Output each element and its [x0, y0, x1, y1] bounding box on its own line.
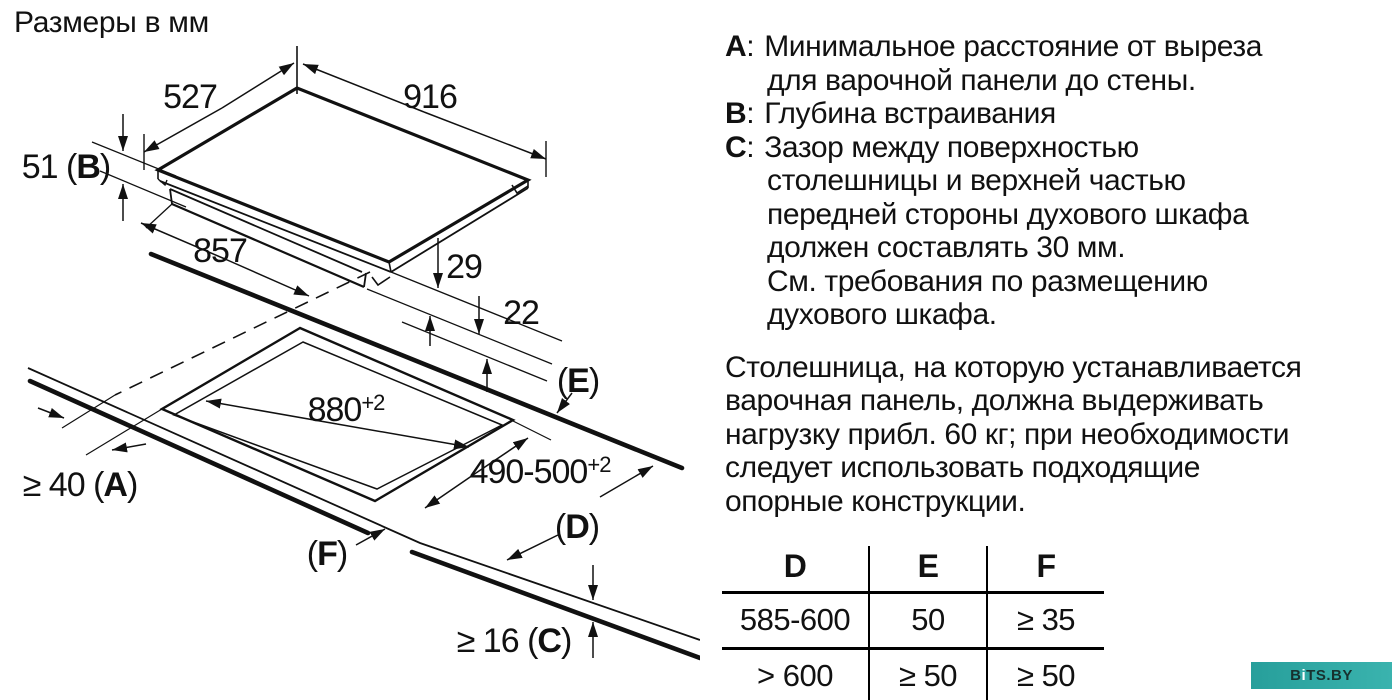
table-cell: ≥ 50: [1016, 658, 1076, 693]
table-cell: > 600: [757, 658, 833, 693]
cutout-outline: [159, 326, 516, 503]
legend-text: духового шкафа.: [767, 298, 997, 331]
legend-text: См. требования по размещению: [767, 264, 1208, 298]
dim-880-label: 880+2: [308, 390, 386, 429]
dim-916-label: 916: [403, 78, 457, 116]
legend-text: должен составлять 30 мм.: [767, 231, 1126, 264]
legend: A: Минимальное расстояние от выреза для в…: [725, 30, 1385, 518]
legend-sep: :: [746, 30, 755, 63]
legend-letter-c: C: [725, 130, 747, 164]
table-header-d: D: [722, 546, 868, 594]
table-cell: 585-600: [722, 594, 868, 650]
legend-item-c: C: Зазор между поверхностью столешницы и …: [725, 131, 1385, 332]
dim-16C-label: ≥ 16 (C): [457, 622, 572, 660]
legend-sep: :: [746, 130, 755, 164]
note-line: нагрузку прибл. 60 кг; при необходимости: [725, 417, 1290, 451]
spec-table: D E F 585-600 50 ≥ 35 > 600 ≥ 50 ≥ 50: [722, 546, 1104, 700]
table-cell: ≥ 35: [988, 594, 1104, 650]
note-line: следует использовать подходящие: [725, 451, 1200, 484]
watermark-text: TS.BY: [1306, 667, 1353, 684]
table-header-e: E: [868, 546, 988, 594]
note-line: опорные конструкции.: [725, 484, 1026, 518]
legend-text: для варочной панели до стены.: [767, 63, 1196, 97]
dim-40A-label: ≥ 40 (A): [23, 466, 138, 504]
dim-29-label: 29: [446, 248, 482, 286]
dimension-drawing: 527 916 857 29 22 51 (B) ≥ 40 (A) ≥ 16 (…: [22, 46, 700, 661]
watermark-text: i: [1301, 667, 1307, 684]
dimension-lines: [37, 62, 654, 658]
note-line: варочная панель, должна выдерживать: [725, 384, 1264, 417]
legend-text: Минимальное расстояние от выреза: [764, 30, 1262, 63]
legend-letter-a: A: [725, 30, 747, 63]
note-line: Столешница, на которую устанавливается: [725, 350, 1302, 384]
dim-857-label: 857: [193, 232, 247, 270]
table-cell: 50: [868, 594, 988, 650]
watermark-text: B: [1290, 667, 1302, 684]
dim-D-label: (D): [555, 508, 599, 546]
dim-E-label: (E): [557, 362, 599, 400]
page-title: Размеры в мм: [14, 6, 209, 39]
dim-22-label: 22: [503, 294, 539, 332]
dim-490-500-label: 490-500+2: [470, 452, 612, 491]
table-cell: ≥ 50: [868, 650, 988, 700]
worktop-outline: [27, 251, 700, 661]
dim-51B-label: 51 (B): [22, 148, 110, 186]
legend-text: Глубина встраивания: [764, 97, 1056, 130]
table-header-f: F: [988, 546, 1104, 594]
legend-item-b: B: Глубина встраивания: [725, 97, 1385, 131]
legend-text: столешницы и верхней частью: [767, 164, 1186, 197]
legend-sep: :: [746, 97, 755, 130]
dim-527-label: 527: [163, 78, 217, 116]
cooktop-outline: [154, 46, 532, 289]
dim-F-label: (F): [307, 535, 347, 573]
legend-letter-b: B: [725, 97, 747, 130]
worktop-note: Столешница, на которую устанавливается в…: [725, 351, 1385, 519]
legend-text: передней стороны духового шкафа: [767, 197, 1249, 231]
legend-item-a: A: Минимальное расстояние от выреза для в…: [725, 30, 1385, 97]
legend-text: Зазор между поверхностью: [764, 130, 1139, 164]
